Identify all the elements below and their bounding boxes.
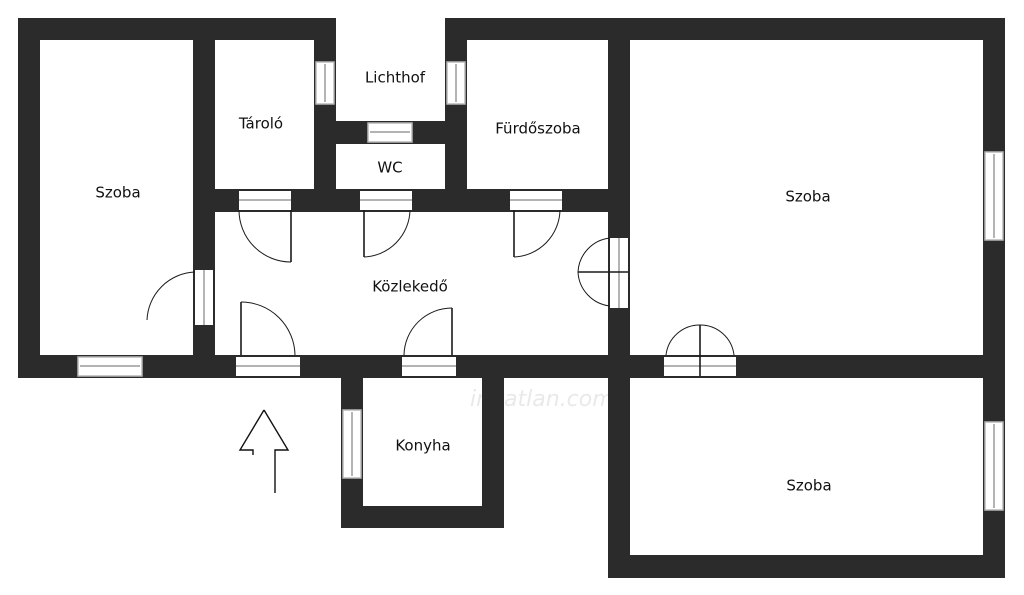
room-label-konyha: Konyha bbox=[395, 437, 450, 455]
window bbox=[342, 409, 362, 479]
room-label-szoba-left: Szoba bbox=[95, 184, 140, 202]
room-label-tarolo: Tároló bbox=[238, 115, 283, 133]
window bbox=[984, 421, 1004, 511]
door bbox=[664, 324, 736, 376]
window bbox=[77, 356, 143, 377]
room-label-kozlekedo: Közlekedő bbox=[372, 278, 448, 296]
room-label-szoba-bottom: Szoba bbox=[786, 477, 831, 495]
door bbox=[236, 301, 300, 376]
door bbox=[510, 191, 562, 258]
window bbox=[315, 61, 335, 105]
door bbox=[577, 237, 628, 308]
door bbox=[146, 270, 213, 325]
door bbox=[360, 191, 412, 258]
window bbox=[984, 151, 1004, 241]
room-label-lichthof: Lichthof bbox=[365, 69, 426, 87]
room-label-wc: WC bbox=[377, 159, 402, 177]
window bbox=[367, 122, 413, 143]
room-label-furdoszoba: Fürdőszoba bbox=[495, 120, 581, 138]
door bbox=[238, 191, 292, 263]
room-labels: Szoba Tároló Lichthof WC Fürdőszoba Szob… bbox=[95, 69, 831, 495]
entrance-arrow-icon bbox=[238, 409, 290, 493]
window bbox=[446, 61, 466, 105]
door bbox=[402, 307, 456, 376]
windows bbox=[77, 61, 1004, 511]
room-label-szoba-right: Szoba bbox=[785, 188, 830, 206]
walls bbox=[18, 18, 1005, 578]
doors bbox=[146, 191, 736, 376]
